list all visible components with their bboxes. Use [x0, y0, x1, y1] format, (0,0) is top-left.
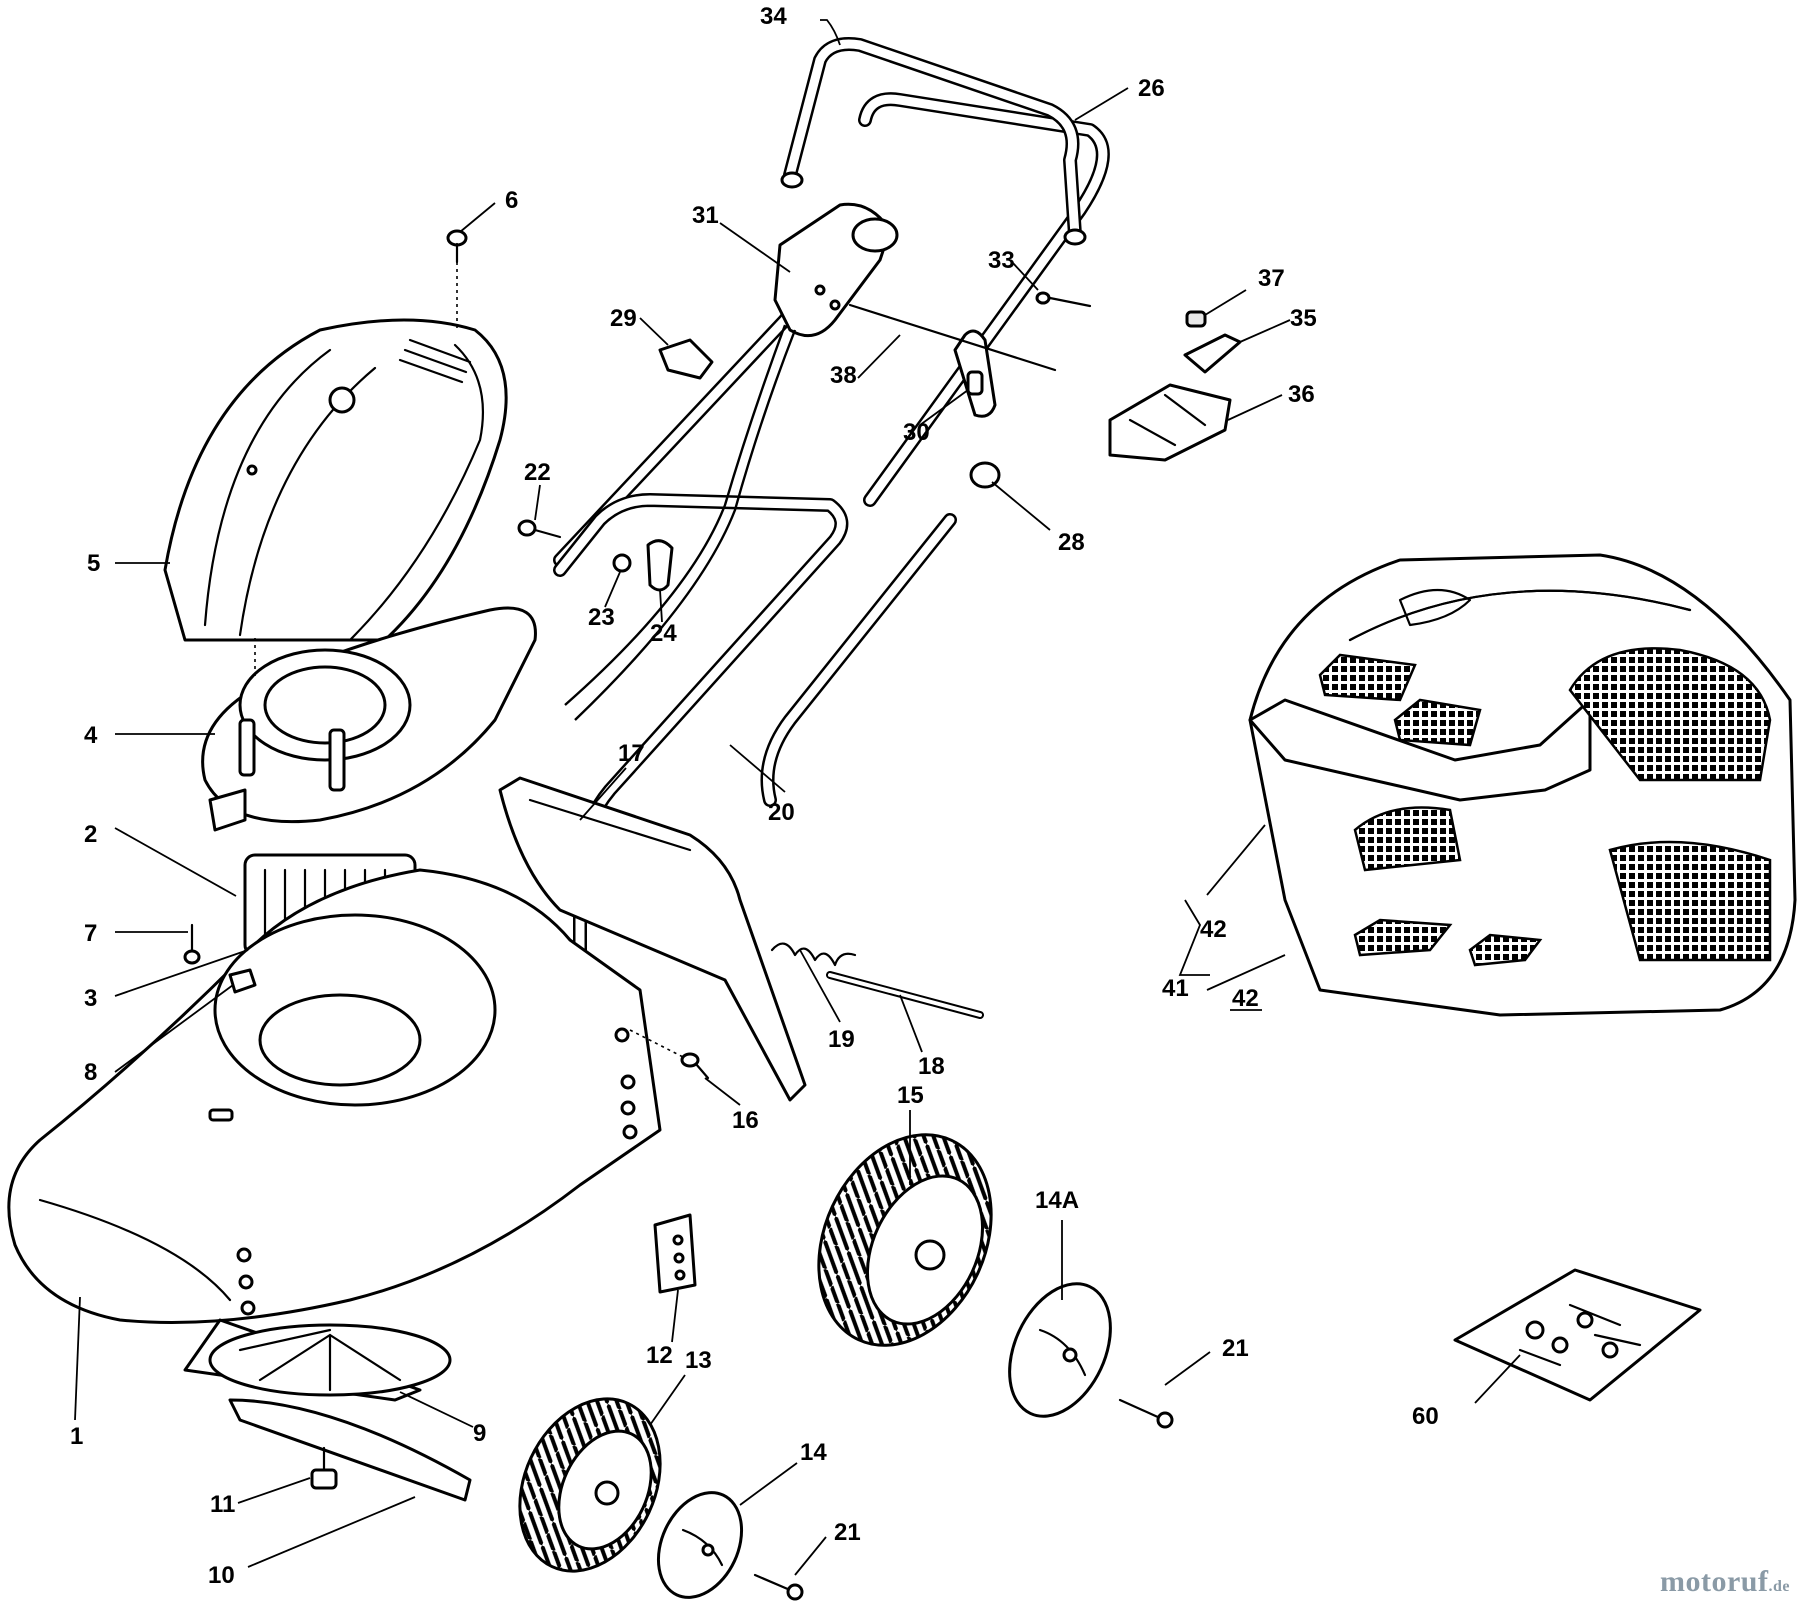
screw-21-a: [1118, 1398, 1174, 1429]
screw-21-b: [753, 1573, 804, 1601]
callout-41: 41: [1162, 975, 1189, 1002]
hub-cap-14: [656, 1491, 744, 1599]
callout-31: 31: [692, 202, 719, 229]
spring-19: [770, 942, 857, 967]
callout-14A: 14A: [1035, 1187, 1079, 1214]
fan-9: [183, 1318, 452, 1402]
screw-33: [1035, 291, 1092, 308]
grass-catcher-41: [1248, 553, 1797, 1017]
callout-42a: 42: [1200, 916, 1227, 943]
callout-10: 10: [208, 1562, 235, 1589]
callout-30: 30: [903, 419, 930, 446]
callout-37: 37: [1258, 265, 1285, 292]
cap-37: [1185, 310, 1207, 328]
plug-35: [1183, 333, 1242, 374]
callout-23: 23: [588, 604, 615, 631]
wheel-15: [817, 1133, 993, 1347]
clip-29: [658, 338, 714, 380]
screw-6: [446, 229, 468, 264]
callout-17: 17: [618, 740, 645, 767]
clip-8: [228, 968, 257, 994]
callout-12: 12: [646, 1342, 673, 1369]
callout-15: 15: [897, 1082, 924, 1109]
callout-38: 38: [830, 362, 857, 389]
callout-21a: 21: [1222, 1335, 1249, 1362]
bolt-22: [517, 519, 562, 539]
bolt-11: [310, 1446, 338, 1490]
deck-1: [7, 868, 662, 1324]
clamp-28: [969, 461, 1001, 489]
callout-26: 26: [1138, 75, 1165, 102]
motor-housing-4: [201, 606, 537, 832]
power-cable: [564, 324, 797, 721]
callout-11: 11: [210, 1491, 235, 1518]
callout-1: 1: [70, 1423, 83, 1450]
blade-10: [228, 1398, 472, 1502]
wheel-13: [518, 1397, 662, 1573]
callout-35: 35: [1290, 305, 1317, 332]
callout-42b: 42: [1232, 985, 1259, 1012]
watermark-tld: .de: [1768, 1578, 1790, 1595]
callout-3: 3: [84, 985, 97, 1012]
callout-29: 29: [610, 305, 637, 332]
watermark-logo: motoruf.de: [1660, 1565, 1790, 1599]
callout-5: 5: [87, 550, 100, 577]
switch-rod-38: [848, 303, 1057, 372]
callout-60: 60: [1412, 1403, 1439, 1430]
rear-flap-17: [498, 776, 807, 1102]
axle-18: [826, 971, 984, 1019]
callout-7: 7: [84, 920, 97, 947]
callout-labels: 34 26 6 31 33 37 35 36 29 38 30 22 28 5 …: [70, 3, 1439, 1589]
top-cover-5: [163, 318, 508, 642]
handle-clamp-31: [773, 202, 899, 338]
upper-handle: [553, 92, 1110, 567]
callout-16: 16: [732, 1107, 759, 1134]
bracket-12: [653, 1213, 697, 1294]
washer-23: [612, 553, 632, 573]
handle-top-bar: [780, 37, 1087, 246]
leader-lines: [74, 19, 1521, 1576]
callout-9: 9: [473, 1420, 486, 1447]
callout-34: 34: [760, 3, 787, 30]
switch-lever-30: [953, 329, 997, 418]
callout-8: 8: [84, 1059, 97, 1086]
cord-hook-36: [1108, 383, 1232, 462]
callout-14: 14: [800, 1439, 827, 1466]
callout-18: 18: [918, 1053, 945, 1080]
callout-21b: 21: [834, 1519, 861, 1546]
callout-22: 22: [524, 459, 551, 486]
callout-33: 33: [988, 247, 1015, 274]
callout-19: 19: [828, 1026, 855, 1053]
callout-6: 6: [505, 187, 518, 214]
screw-7: [183, 923, 201, 965]
watermark-main: motoruf: [1660, 1565, 1769, 1598]
callout-4: 4: [84, 722, 98, 749]
callout-36: 36: [1288, 381, 1315, 408]
hardware-bag-60: [1453, 1268, 1702, 1402]
knob-24: [646, 539, 674, 592]
hub-cap-14A: [1008, 1282, 1112, 1418]
callout-24: 24: [650, 620, 677, 647]
callout-28: 28: [1058, 529, 1085, 556]
callout-13: 13: [685, 1347, 712, 1374]
callout-2: 2: [84, 821, 97, 848]
callout-20: 20: [768, 799, 795, 826]
screw-16: [680, 1052, 710, 1080]
